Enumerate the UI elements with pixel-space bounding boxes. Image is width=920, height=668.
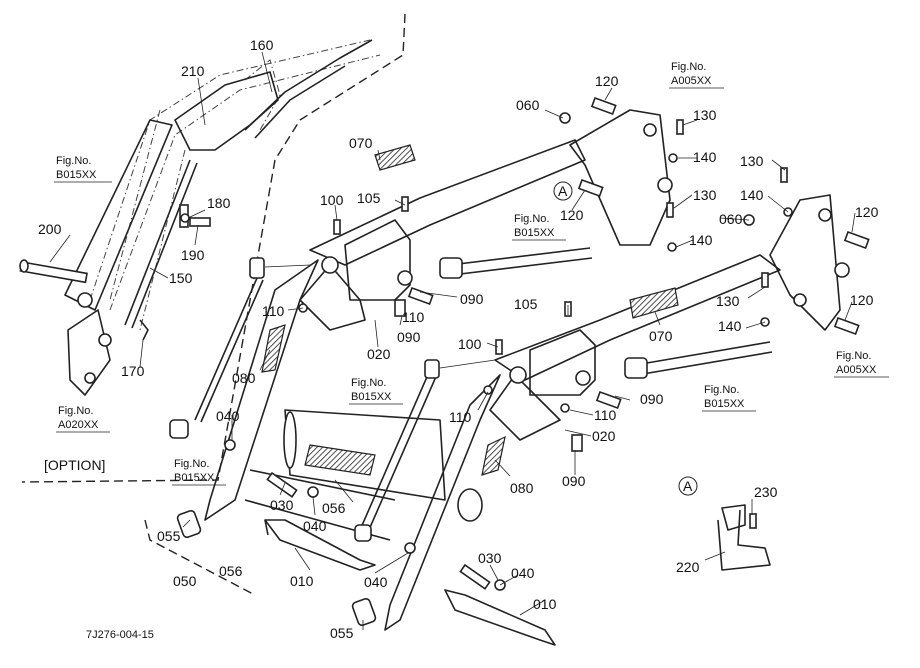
label-110-c: 110 [449,409,472,425]
svg-text:B015XX: B015XX [514,227,555,239]
fig-ref-a005-right: Fig.No. A005XX [834,350,889,378]
label-180: 180 [207,195,231,211]
label-170: 170 [121,363,145,379]
label-010-a: 010 [290,573,314,589]
label-040-b: 040 [303,518,327,534]
svg-text:B015XX: B015XX [56,169,97,181]
label-160: 160 [250,37,274,53]
label-130-a: 130 [693,107,717,123]
label-030-a: 030 [270,497,294,513]
label-140-a: 140 [693,149,717,165]
fig-ref-a005-top: Fig.No. A005XX [669,61,724,89]
label-210: 210 [181,63,205,79]
callout-a-main: A [553,181,573,201]
label-080-b: 080 [510,480,534,496]
label-040-c: 040 [364,574,388,590]
label-120-c: 120 [855,204,879,220]
label-055-a: 055 [157,528,181,544]
figure-references: Fig.No. B015XX Fig.No. A020XX Fig.No. A0… [54,61,889,486]
label-110-a: 110 [262,303,285,319]
svg-text:Fig.No.: Fig.No. [56,155,91,167]
fig-ref-a020: Fig.No. A020XX [56,405,110,433]
label-130-c: 130 [740,153,764,169]
svg-text:B015XX: B015XX [351,391,392,403]
fig-ref-b015-left: Fig.No. B015XX [54,155,112,183]
callout-a-detail: A [683,478,693,494]
left-boom-assembly [204,109,673,521]
label-055-b: 055 [330,625,354,641]
svg-text:A005XX: A005XX [671,75,712,87]
label-070-b: 070 [649,328,673,344]
label-100-a: 100 [320,192,344,208]
label-070-a: 070 [349,135,373,151]
svg-text:A005XX: A005XX [836,364,877,376]
label-020-a: 020 [367,346,391,362]
small-hardware [176,96,870,627]
label-090-d: 090 [562,473,586,489]
callout-a-main-letter: A [558,183,568,199]
label-100-b: 100 [458,336,482,352]
label-056-b: 056 [219,563,243,579]
label-120-d: 120 [850,292,874,308]
label-040-d: 040 [511,565,535,581]
svg-text:B015XX: B015XX [704,398,745,410]
label-140-d: 140 [718,318,742,334]
leader-lines [49,51,856,630]
detail-a-bracket: A [678,476,771,571]
label-200: 200 [38,221,62,237]
label-010-b: 010 [533,596,557,612]
svg-text:B015XX: B015XX [174,472,215,484]
option-label: [OPTION] [44,457,105,473]
diagram-code: 7J276-004-15 [86,629,154,641]
label-110-b: 110 [402,309,425,325]
label-050: 050 [173,573,197,589]
part-labels: 160 210 180 190 200 150 170 060 060 120 … [38,37,879,641]
label-090-b: 090 [397,329,421,345]
svg-text:Fig.No.: Fig.No. [704,384,739,396]
label-105-b: 105 [514,296,538,312]
fig-ref-b015-right: Fig.No. B015XX [702,384,756,412]
label-090-a: 090 [460,291,484,307]
label-220: 220 [676,559,700,575]
svg-text:Fig.No.: Fig.No. [351,377,386,389]
svg-text:Fig.No.: Fig.No. [174,458,209,470]
label-020-b: 020 [592,428,616,444]
label-090-c: 090 [640,391,664,407]
assembly-050-boundary [144,519,256,596]
svg-text:A020XX: A020XX [58,419,99,431]
label-120-a: 120 [595,73,619,89]
label-060-b: 060 [719,211,743,227]
svg-text:Fig.No.: Fig.No. [671,61,706,73]
label-056-a: 056 [322,500,346,516]
label-060-a: 060 [516,97,540,113]
label-030-b: 030 [478,550,502,566]
option-attachment-assembly [19,39,381,439]
label-040-a: 040 [216,408,240,424]
lower-cylinders [354,359,440,542]
svg-text:Fig.No.: Fig.No. [836,350,871,362]
fig-ref-b015-center: Fig.No. B015XX [349,377,403,405]
label-080-a: 080 [232,370,256,386]
right-boom-assembly [384,194,850,631]
fig-ref-b015-lower-left: Fig.No. B015XX [172,458,226,486]
label-230: 230 [754,484,778,500]
fig-ref-b015-mid: Fig.No. B015XX [512,213,566,241]
label-150: 150 [169,270,193,286]
callout-a-circle-detail [678,476,698,496]
label-140-b: 140 [689,232,713,248]
label-110-d: 110 [594,407,617,423]
label-190: 190 [181,247,205,263]
label-140-c: 140 [740,187,764,203]
stand-right [444,589,556,646]
svg-text:Fig.No.: Fig.No. [514,213,549,225]
stand-left [264,519,376,571]
label-120-b: 120 [560,207,584,223]
label-105-a: 105 [357,190,381,206]
label-130-b: 130 [693,187,717,203]
svg-text:Fig.No.: Fig.No. [58,405,93,417]
label-130-d: 130 [716,293,740,309]
option-boundary: [OPTION] [21,13,406,483]
